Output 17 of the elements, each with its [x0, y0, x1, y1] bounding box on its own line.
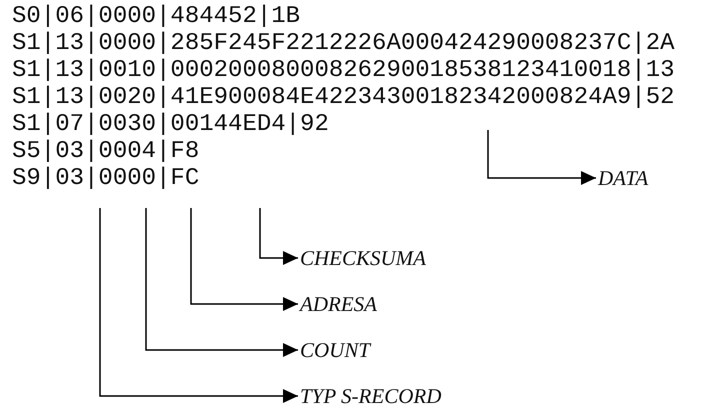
record-line: S1|13|0000|285F245F2212226A000424290008237C|2A [12, 30, 675, 57]
record-line: S1|13|0020|41E900084E42234300182342000824A9|52 [12, 84, 675, 111]
field-label: DATA [598, 166, 648, 190]
leader-arrow [99, 208, 298, 403]
leader-arrow [487, 130, 596, 185]
record-line: S9|03|0000|FC [12, 165, 200, 192]
record-line: S0|06|0000|484452|1B [12, 3, 300, 30]
record-line: S1|07|0030|00144ED4|92 [12, 111, 329, 138]
field-label: ADRESA [300, 292, 377, 316]
field-label: COUNT [300, 338, 370, 362]
field-label: TYP S-RECORD [300, 384, 442, 408]
record-line: S5|03|0004|F8 [12, 138, 200, 165]
leader-arrow [259, 208, 298, 265]
field-label: CHECKSUMA [300, 246, 426, 270]
leader-arrow [190, 208, 298, 311]
record-line: S1|13|0010|00020008000826290018538123410018|13 [12, 57, 675, 84]
leader-arrow [145, 208, 298, 357]
